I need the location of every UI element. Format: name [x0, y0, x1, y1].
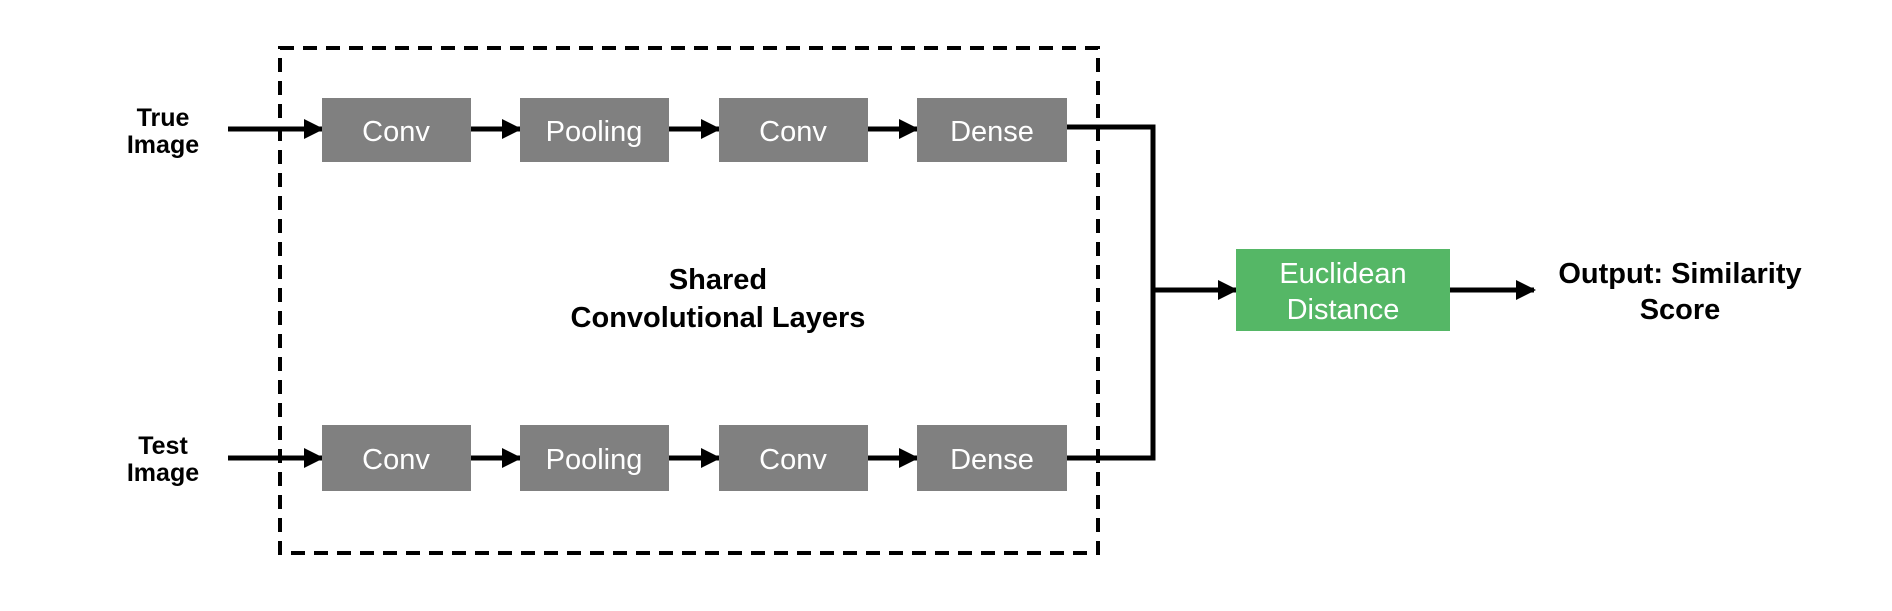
euclidean-distance-block: Euclidean Distance [1236, 249, 1450, 331]
bottom-block-conv-1: Conv [322, 425, 471, 491]
bottom-block-dense: Dense [917, 425, 1067, 491]
top-block-pooling-label: Pooling [546, 116, 643, 148]
top-block-conv-2-label: Conv [759, 116, 827, 148]
input-label-test-image-line2: Image [127, 459, 199, 487]
bottom-block-conv-1-label: Conv [362, 444, 430, 476]
top-block-pooling: Pooling [520, 98, 669, 162]
input-label-true-image-line2: Image [127, 131, 199, 159]
output-label-line2: Score [1640, 294, 1721, 326]
top-block-conv-2: Conv [719, 98, 868, 162]
bottom-block-conv-2: Conv [719, 425, 868, 491]
euclidean-distance-label-line2: Distance [1287, 294, 1400, 326]
bottom-block-conv-2-label: Conv [759, 444, 827, 476]
top-block-dense-label: Dense [950, 116, 1034, 148]
shared-layers-label-line2: Convolutional Layers [571, 302, 866, 334]
bottom-block-pooling-label: Pooling [546, 444, 643, 476]
top-block-conv-1-label: Conv [362, 116, 430, 148]
bottom-block-pooling: Pooling [520, 425, 669, 491]
shared-layers-region [278, 46, 1100, 555]
top-block-dense: Dense [917, 98, 1067, 162]
output-label-line1: Output: Similarity [1558, 258, 1801, 290]
connector-bottom-dense-to-merge [1067, 290, 1156, 461]
euclidean-distance-label-line1: Euclidean [1279, 258, 1406, 290]
connector-top-dense-to-merge [1067, 124, 1156, 290]
bottom-block-dense-label: Dense [950, 444, 1034, 476]
shared-layers-label-line1: Shared [669, 264, 767, 296]
input-label-true-image-line1: True [137, 104, 190, 132]
input-label-test-image-line1: Test [138, 432, 188, 460]
top-block-conv-1: Conv [322, 98, 471, 162]
